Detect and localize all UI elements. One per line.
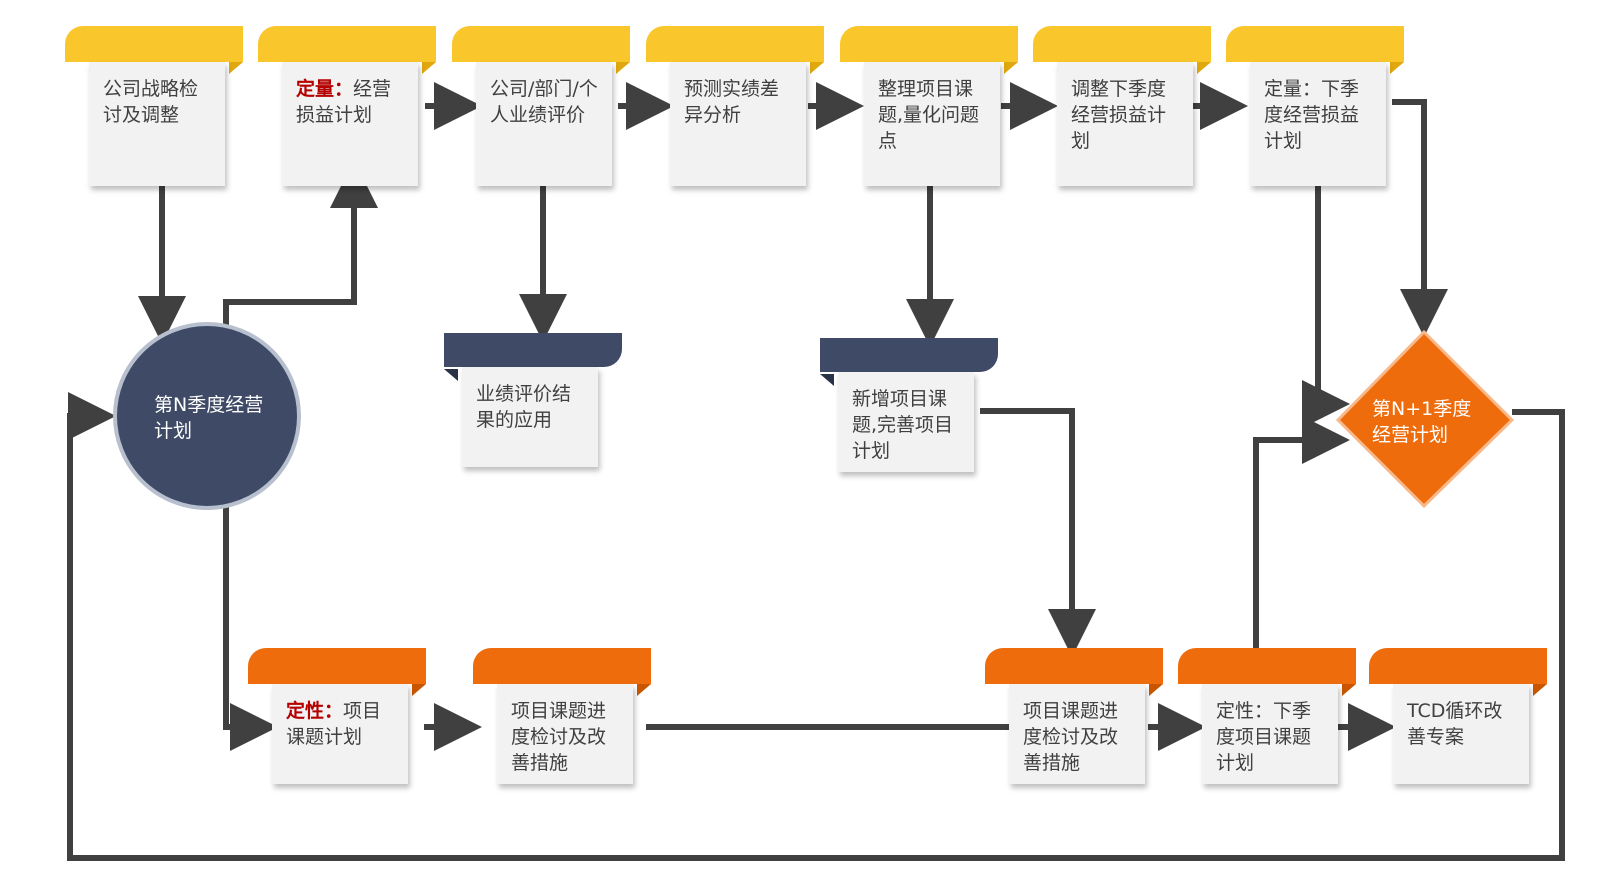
- card-adjust-plan: 调整下季度经营损益计划: [1033, 26, 1211, 186]
- card-tcd-project: TCD循环改善专案: [1369, 648, 1547, 788]
- card-qual-plan-highlight: 定性：: [286, 700, 344, 722]
- arrow-nextqual-diamond: [1253, 416, 1350, 648]
- card-strategy-review: 公司战略检讨及调整: [65, 26, 243, 186]
- diamond-node: [1335, 329, 1515, 509]
- card-quant-plan: 定量：经营损益计划: [258, 26, 436, 186]
- card-variance-analysis-text: 预测实绩差异分析: [684, 78, 780, 126]
- card-progress-review-1-text: 项目课题进度检讨及改善措施: [511, 700, 607, 774]
- card-eval-application-text: 业绩评价结果的应用: [476, 383, 572, 431]
- circle-node: [113, 322, 301, 510]
- card-quant-plan-text: 经营损益计划: [296, 78, 392, 126]
- card-issue-points-text: 整理项目课题,量化问题点: [878, 78, 980, 152]
- card-eval-application: 业绩评价结果的应用: [444, 333, 622, 473]
- card-next-quant-plan: 定量：下季度经营损益计划: [1226, 26, 1404, 186]
- card-adjust-plan-text: 调整下季度经营损益计划: [1071, 78, 1167, 152]
- card-new-topics: 新增项目课题,完善项目计划: [820, 338, 998, 478]
- card-progress-review-2-text: 项目课题进度检讨及改善措施: [1023, 700, 1119, 774]
- circle-node-label: 第N季度经营计划: [154, 394, 264, 442]
- card-new-topics-text: 新增项目课题,完善项目计划: [852, 388, 954, 462]
- arrow-circle-qual: [223, 498, 278, 751]
- card-next-quant-plan-text: 定量：下季度经营损益计划: [1264, 78, 1360, 152]
- card-performance-eval: 公司/部门/个人业绩评价: [452, 26, 630, 186]
- card-progress-review-2: 项目课题进度检讨及改善措施: [985, 648, 1163, 788]
- card-strategy-review-text: 公司战略检讨及调整: [103, 78, 199, 126]
- arrow-loop: [67, 392, 1565, 861]
- card-issue-points: 整理项目课题,量化问题点: [840, 26, 1018, 186]
- card-progress-review-1: 项目课题进度检讨及改善措施: [473, 648, 651, 788]
- card-performance-eval-text: 公司/部门/个人业绩评价: [490, 78, 598, 126]
- arrow-new-review2: [980, 408, 1096, 657]
- arrow-next-diamond-2: [1302, 172, 1350, 428]
- diamond-node-label: 第N+1季度经营计划: [1372, 398, 1472, 446]
- arrow-circle-quant: [223, 160, 378, 330]
- card-variance-analysis: 预测实绩差异分析: [646, 26, 824, 186]
- arrow-next-diamond: [1392, 99, 1448, 337]
- card-qual-plan: 定性：项目课题计划: [248, 648, 426, 788]
- card-qual-plan-text: 项目课题计划: [286, 700, 382, 748]
- card-next-qual-plan: 定性：下季度项目课题计划: [1178, 648, 1356, 788]
- card-next-qual-plan-text: 定性：下季度项目课题计划: [1216, 700, 1312, 774]
- card-tcd-project-text: TCD循环改善专案: [1407, 700, 1503, 748]
- card-quant-plan-highlight: 定量：: [296, 78, 354, 100]
